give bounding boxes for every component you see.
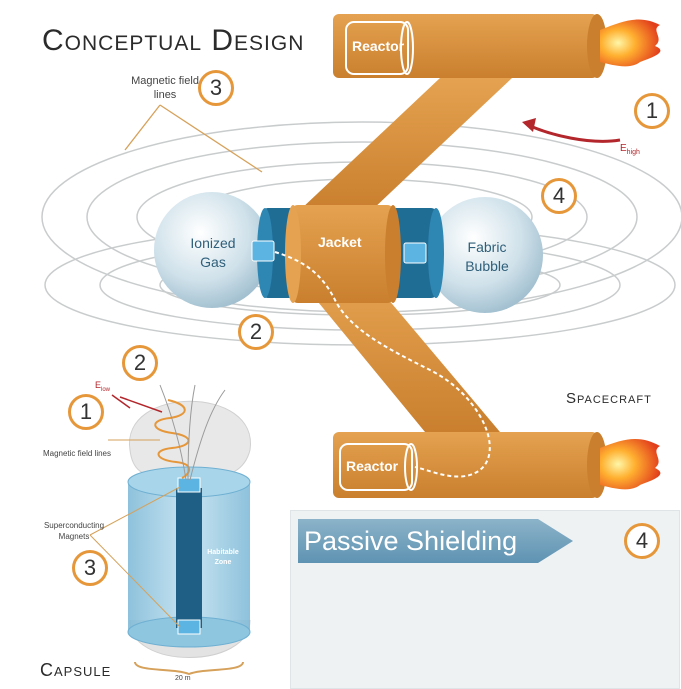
- strut-upper: [300, 78, 512, 210]
- spacecraft-label: Spacecraft: [566, 390, 652, 407]
- capsule-label: Capsule: [40, 660, 112, 680]
- jacket-center: [285, 205, 401, 303]
- reactor-top-tube: [333, 14, 607, 78]
- strut-lower: [300, 280, 500, 432]
- passive-shielding-banner: Passive Shielding: [298, 519, 573, 563]
- reactor-top-label: Reactor: [352, 38, 405, 54]
- marker-2-mid: 2: [238, 314, 274, 350]
- marker-3-top: 3: [198, 70, 234, 106]
- diameter-bracket: [134, 661, 244, 676]
- marker-1-top: 1: [634, 93, 670, 129]
- e-high-label: Ehigh: [620, 143, 640, 156]
- ionized-gas-label: Ionized Gas: [190, 235, 236, 270]
- e-low-symbol: E: [95, 380, 102, 390]
- habitable-zone-label: Habitable Zone: [207, 549, 239, 566]
- reactor-bottom-label: Reactor: [346, 458, 399, 474]
- passive-shielding-label: Passive Shielding: [304, 525, 518, 556]
- e-low-label: Elow: [95, 380, 110, 393]
- fabric-bubble-sphere: [427, 197, 543, 313]
- capsule-cylinder: [127, 466, 251, 648]
- ionized-gas-sphere: [154, 192, 270, 308]
- marker-4-mid: 4: [541, 178, 577, 214]
- capsule-field-lines-label: Magnetic field lines: [42, 449, 112, 458]
- page-title: Conceptual Design: [42, 24, 305, 57]
- diameter-label: 20 m: [175, 675, 191, 682]
- connector-right: [403, 242, 427, 264]
- magnetic-field-lines-label: Magnetic field lines: [131, 75, 199, 101]
- fabric-bubble-label: Fabric Bubble: [465, 239, 509, 274]
- e-low-subscript: low: [101, 386, 111, 393]
- curved-arrow-icon: [522, 118, 621, 143]
- flame-icon: [600, 439, 661, 490]
- superconducting-magnets-label: Superconducting Magnets: [43, 521, 105, 541]
- e-high-subscript: high: [626, 149, 640, 156]
- marker-4-panel: 4: [624, 523, 660, 559]
- jacket-label: Jacket: [318, 234, 362, 250]
- e-high-symbol: E: [620, 143, 627, 154]
- marker-1-capsule: 1: [68, 394, 104, 430]
- marker-2-capsule: 2: [122, 345, 158, 381]
- flame-icon: [600, 19, 661, 67]
- marker-3-capsule: 3: [72, 550, 108, 586]
- connector-left: [251, 240, 275, 262]
- dashed-wire: [274, 251, 491, 478]
